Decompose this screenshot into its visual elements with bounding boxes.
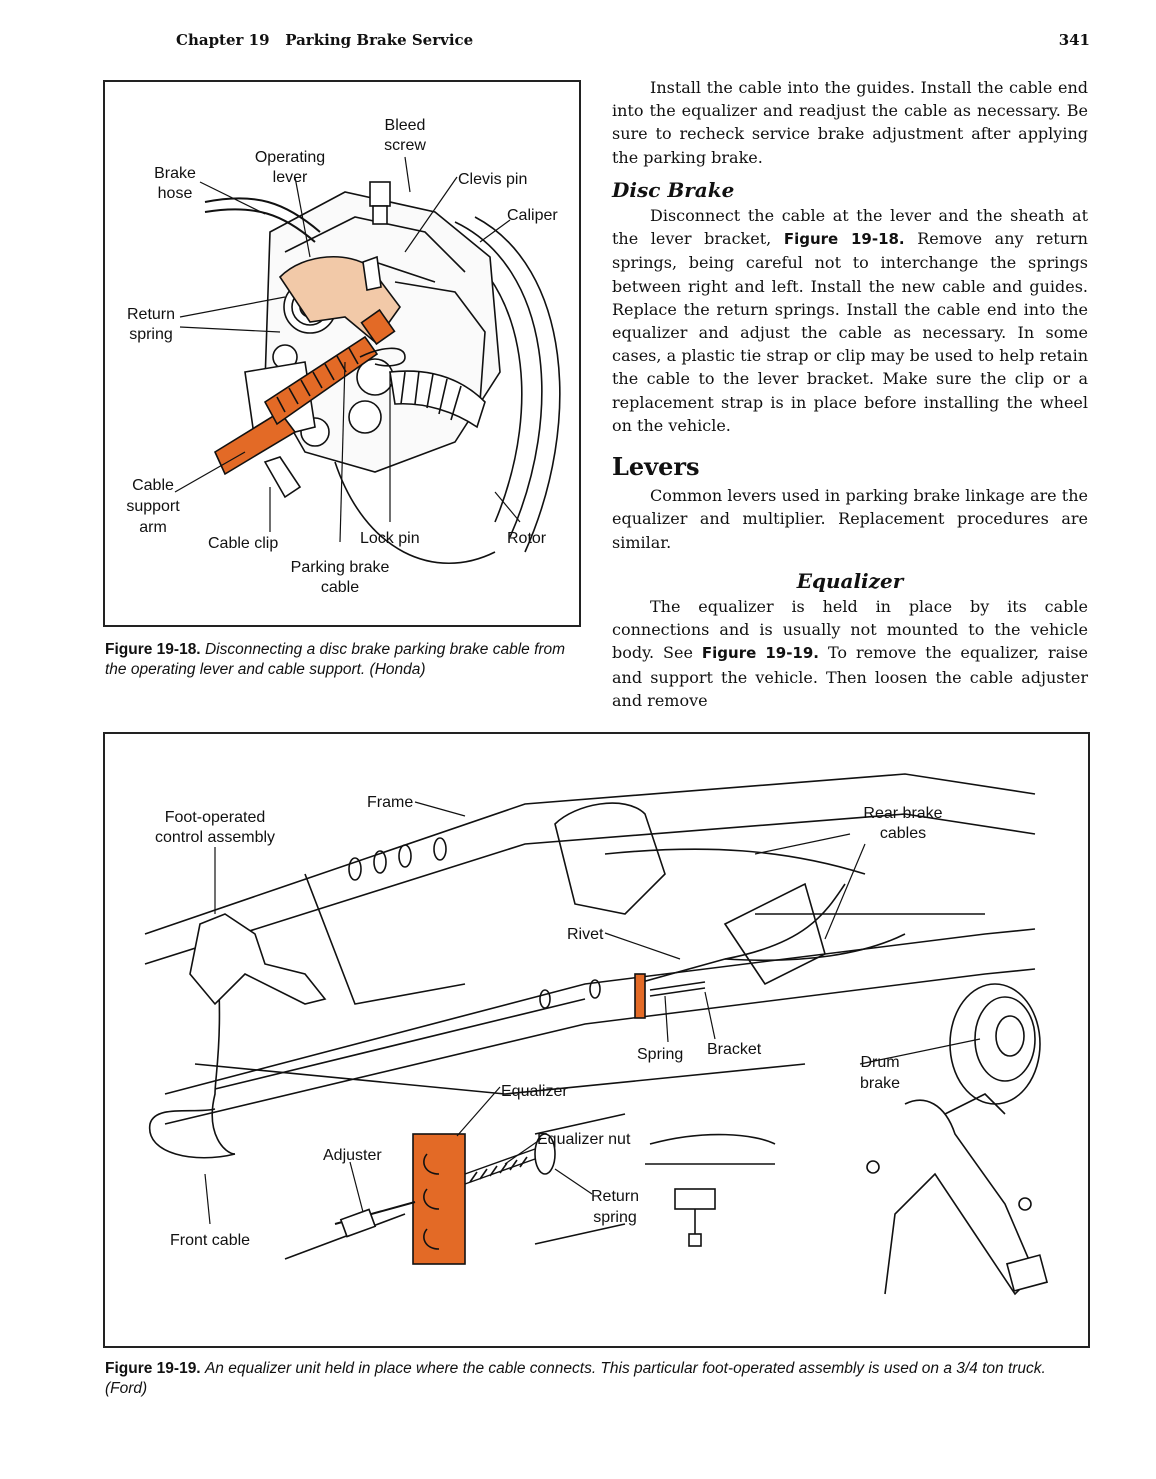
label-caliper: Caliper [507,207,558,224]
figure-19-18-caption: Figure 19-18. Disconnecting a disc brake… [105,640,580,680]
label-control-assembly: control assembly [155,829,275,846]
caption-label: Figure 19-19. [105,1360,201,1377]
label-adjuster: Adjuster [323,1147,382,1164]
caption-text: Disconnecting a disc brake parking brake… [105,641,566,678]
label-brake: Brake [154,165,196,182]
paragraph-3: Common levers used in parking brake link… [612,486,1088,552]
caption-label: Figure 19-18. [105,641,201,658]
label-return: Return [127,306,175,323]
label-bleed-screw: screw [384,137,426,154]
heading-disc-brake: Disc Brake [612,177,735,202]
running-head: Chapter 19 Parking Brake Service 341 [176,31,1090,55]
label-rear-brake-cables: cables [880,825,926,842]
figure-19-19: Frame Foot-operated control assembly Rea… [103,732,1090,1348]
paragraph-1: Install the cable into the guides. Insta… [612,78,1088,167]
label-operating-lever: lever [273,169,308,186]
caption-text: An equalizer unit held in place where th… [105,1360,1046,1397]
label-return: Return [591,1188,639,1205]
truck-frame-illustration: Frame Foot-operated control assembly Rea… [144,773,1049,1296]
label-brake-hose: hose [158,185,193,202]
figure-19-18: Bleed screw Operating lever Brake hose C… [103,80,581,627]
label-cable-support: support [126,498,180,515]
label-rivet: Rivet [567,926,604,943]
paragraph-4: The equalizer is held in place by its ca… [612,597,1089,710]
figure-ref-19-19[interactable]: Figure 19-19. [701,644,820,663]
label-drum: Drum [860,1054,899,1071]
label-cable-support-arm: arm [139,519,167,536]
label-cable: Cable [132,477,174,494]
label-bracket: Bracket [707,1041,762,1058]
label-drum-brake: brake [860,1075,900,1092]
disc-brake-illustration: Bleed screw Operating lever Brake hose C… [126,117,561,596]
label-spring: Spring [637,1046,683,1063]
label-frame: Frame [367,794,413,811]
label-return-spring: spring [593,1209,637,1226]
label-clevis-pin: Clevis pin [458,171,527,188]
label-parking-brake: Parking brake [291,559,390,576]
page-number: 341 [1058,31,1090,49]
label-front-cable: Front cable [170,1232,250,1249]
label-parking-brake-cable: cable [321,579,359,596]
label-rotor: Rotor [507,530,547,547]
label-cable-clip: Cable clip [208,535,278,552]
heading-levers: Levers [612,452,700,482]
heading-equalizer: Equalizer [796,568,904,593]
paragraph-2: Disconnect the cable at the lever and th… [612,206,1088,435]
label-foot-operated: Foot-operated [165,809,266,826]
chapter-title: Chapter 19 Parking Brake Service [176,31,474,49]
label-equalizer-nut: Equalizer nut [537,1131,631,1148]
label-return-spring: spring [129,326,173,343]
body-text-column: Install the cable into the guides. Insta… [612,76,1088,712]
label-equalizer: Equalizer [501,1083,568,1100]
label-rear-brake: Rear brake [863,805,942,822]
figure-ref-19-18[interactable]: Figure 19-18. [783,230,905,249]
label-bleed: Bleed [385,117,426,134]
label-lock-pin: Lock pin [360,530,420,547]
figure-19-19-caption: Figure 19-19. An equalizer unit held in … [105,1359,1090,1399]
label-operating: Operating [255,149,325,166]
